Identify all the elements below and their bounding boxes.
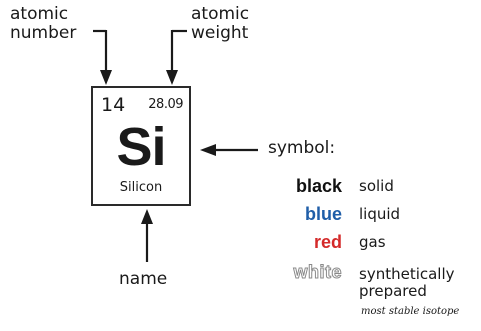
legend-footnote: most stable isotope: [361, 306, 460, 317]
name-arrowhead: [141, 209, 153, 224]
legend-key-black: black: [295, 176, 342, 196]
element-name: Silicon: [119, 180, 163, 195]
symbol-arrowhead: [200, 144, 216, 156]
symbol-label: symbol:: [268, 138, 336, 158]
legend-desc-synthetically: synthetically: [359, 265, 455, 283]
legend-desc-liquid: liquid: [359, 205, 401, 223]
atomic-number-label-line1: atomic: [10, 4, 69, 24]
legend-key-red: red: [313, 232, 342, 252]
legend-key-white: white: [293, 262, 342, 283]
element-symbol: Si: [116, 117, 166, 177]
element-tile: 14 28.09 Si Silicon: [91, 86, 191, 206]
atomic-number-arrowhead: [100, 70, 112, 85]
element-atomic-weight: 28.09: [148, 97, 183, 112]
element-atomic-number: 14: [101, 94, 126, 116]
atomic-weight-label-line2: weight: [191, 23, 249, 43]
legend-desc-solid: solid: [359, 177, 394, 195]
atomic-number-label-line2: number: [10, 23, 77, 43]
legend-key-blue: blue: [304, 204, 342, 224]
legend-desc-gas: gas: [359, 233, 386, 251]
atomic-weight-arrowhead: [166, 70, 178, 85]
atomic-weight-label-line1: atomic: [191, 4, 250, 24]
name-label: name: [119, 269, 168, 289]
legend-desc-prepared: prepared: [359, 282, 427, 300]
